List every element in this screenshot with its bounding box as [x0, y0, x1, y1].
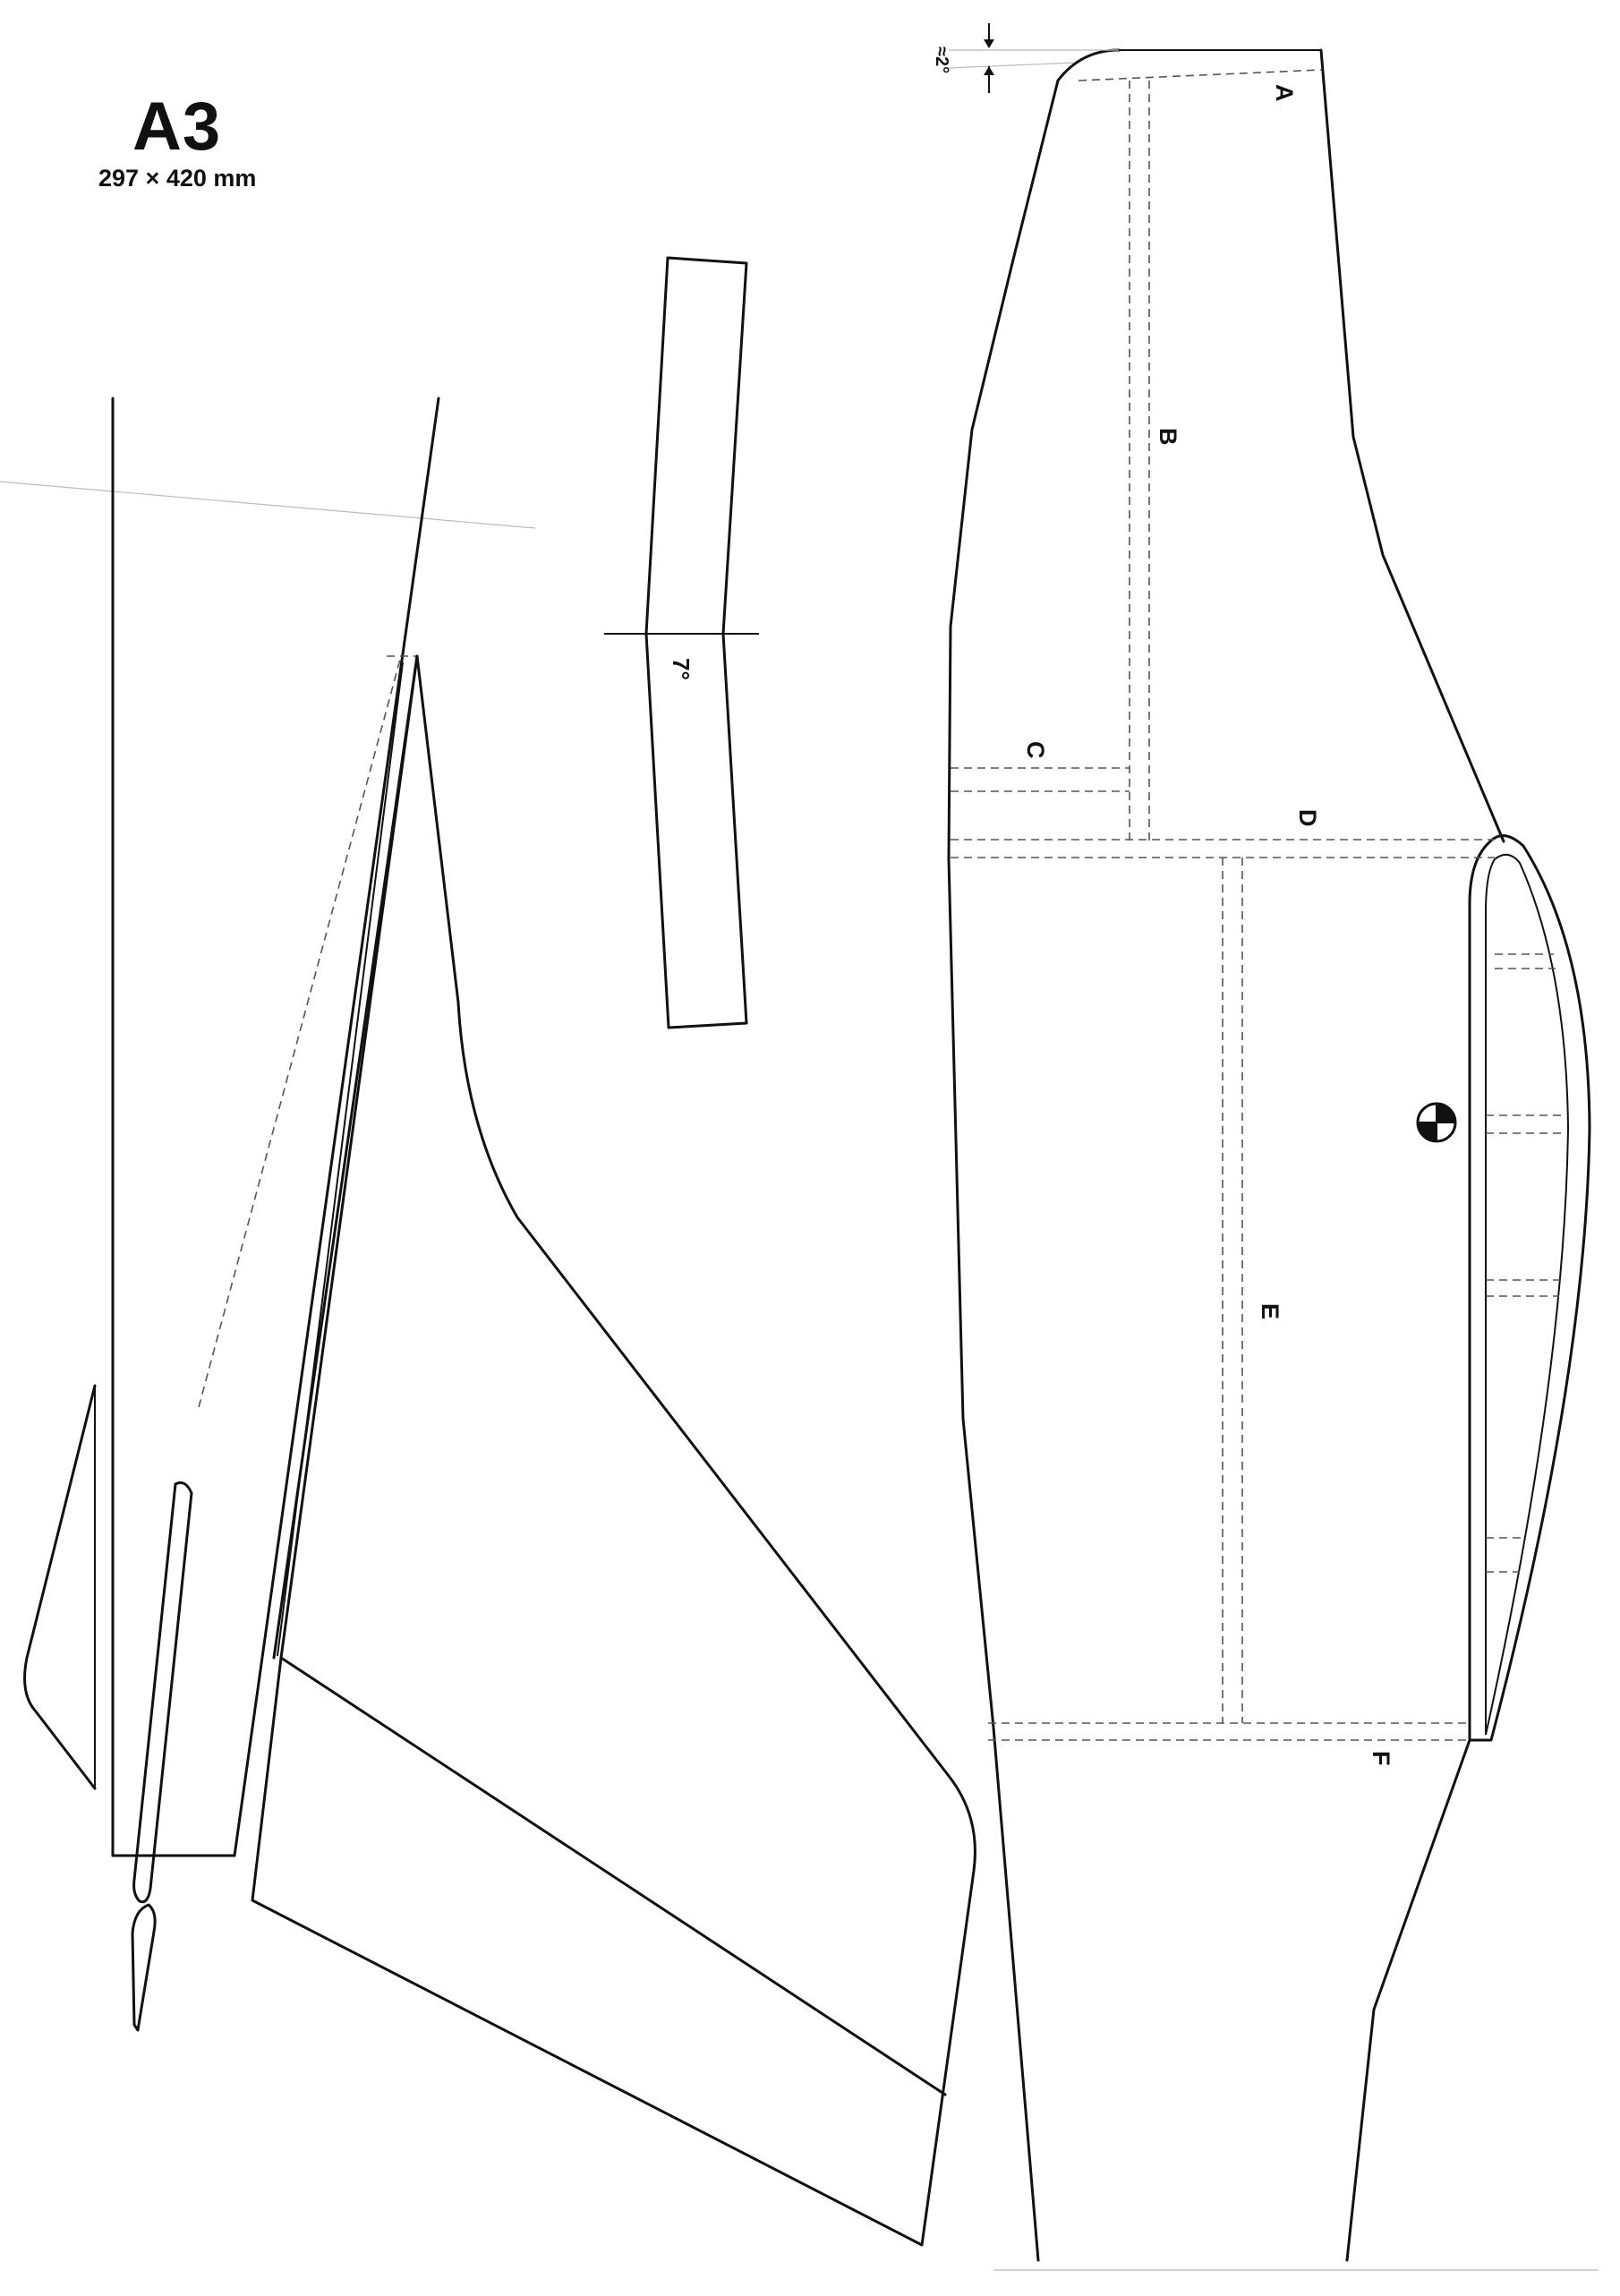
nose-block: [23, 1384, 97, 1790]
rudder-outline: [251, 654, 976, 2247]
part-label-b: B: [1155, 428, 1181, 446]
fuselage-edge-right: [233, 397, 440, 1857]
arrow-head-up-icon: [984, 66, 994, 75]
part-label-f: F: [1368, 1751, 1394, 1766]
reference-line: [0, 481, 536, 529]
dihedral-angle-label: 7°: [668, 658, 695, 680]
tip-chord-dashed: [1078, 69, 1322, 81]
part-label-c: C: [1022, 741, 1049, 759]
wing-plan: ≈2°: [932, 23, 1599, 2271]
dihedral-strip: [644, 256, 748, 1029]
wing-outline-right-lower: [1345, 1738, 1471, 2262]
pushrod-guide: [198, 655, 402, 1408]
rudder-inner-edge: [277, 661, 404, 1657]
pushrod-upper: [132, 1481, 193, 1904]
arrow-head-down-icon: [984, 39, 994, 48]
ellipse-inner: [1485, 853, 1570, 1736]
sheet-format-title: A3: [132, 89, 222, 165]
wing-outline-left: [947, 79, 1060, 2262]
part-label-a: A: [1271, 84, 1298, 102]
wing-outline-right: [1319, 48, 1505, 843]
part-label-e: E: [1257, 1303, 1283, 1319]
sheet-dimensions: 297 × 420 mm: [98, 165, 257, 192]
tip-leading-curve: [1056, 48, 1121, 82]
dihedral-template: 7°: [604, 256, 759, 1029]
rudder-hinge: [279, 1656, 947, 2096]
ellipse-outer: [1468, 834, 1591, 1742]
tip-angle-label: ≈2°: [932, 47, 951, 73]
tip-angle-guide-2: [948, 62, 1075, 69]
fuselage-side-view: [0, 397, 536, 2032]
part-label-d: D: [1294, 809, 1321, 827]
rudder-panel: [251, 654, 976, 2247]
pushrod-lower: [131, 1903, 157, 2032]
center-of-gravity-icon: [1416, 1102, 1457, 1143]
